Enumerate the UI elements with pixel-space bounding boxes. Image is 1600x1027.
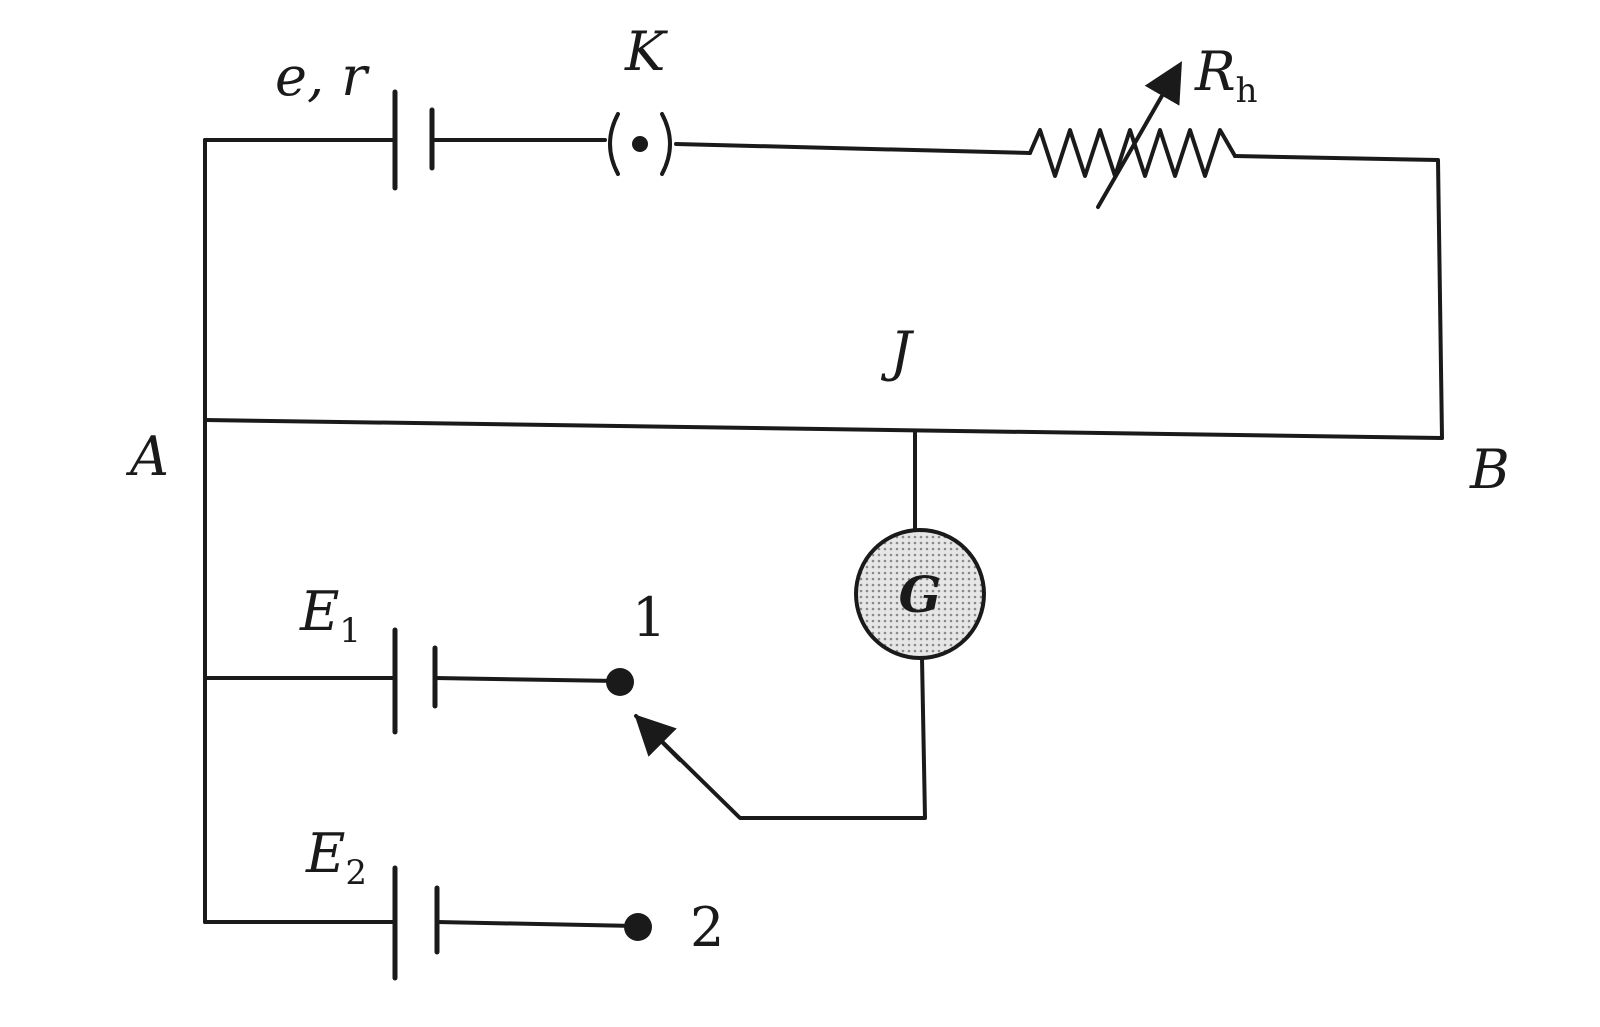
- terminal-2-label: 2: [690, 896, 724, 959]
- e1-right-wire: [433, 676, 620, 683]
- cell-e1-label-sub: 1: [339, 611, 361, 651]
- cell-e2-label-sub: 2: [345, 853, 367, 893]
- driver-cell-label: e, r: [275, 45, 370, 108]
- driver-cell-symbol: [392, 89, 435, 191]
- jockey-label: J: [880, 320, 915, 383]
- point-b-label: B: [1469, 438, 1510, 501]
- galvanometer-label: G: [899, 565, 942, 624]
- cell-e2-label: E2: [305, 822, 367, 893]
- galvanometer: G: [854, 528, 986, 660]
- cell-e2-symbol: [392, 865, 440, 981]
- cell-e1-label: E1: [299, 580, 361, 651]
- rheostat-label: Rh: [1194, 40, 1258, 111]
- rheostat-to-right-wire: [1233, 154, 1444, 440]
- cell-e1-label-main: E: [299, 580, 339, 643]
- rheostat-label-main: R: [1194, 40, 1236, 103]
- rheostat-label-sub: h: [1236, 71, 1258, 111]
- key-symbol[interactable]: [608, 112, 672, 176]
- terminal-1[interactable]: [606, 668, 634, 696]
- cell-e1-symbol: [392, 627, 438, 735]
- switch-wire: [634, 656, 927, 820]
- terminal-2[interactable]: [624, 913, 652, 941]
- potentiometer-wire-ab: [203, 418, 1444, 440]
- switch-arrow[interactable]: [634, 714, 682, 762]
- cell-e2-label-main: E: [305, 822, 345, 885]
- secondary-circuit: G: [203, 418, 986, 981]
- terminal-1-label: 1: [632, 586, 666, 649]
- point-a-label: A: [125, 425, 169, 488]
- key-label: K: [624, 20, 668, 83]
- primary-circuit: [203, 61, 1444, 440]
- rheostat-symbol[interactable]: [1028, 61, 1237, 209]
- key-to-rheostat-wire: [674, 142, 1032, 155]
- e2-right-wire: [435, 920, 638, 928]
- rheostat-arrow: [1096, 61, 1182, 209]
